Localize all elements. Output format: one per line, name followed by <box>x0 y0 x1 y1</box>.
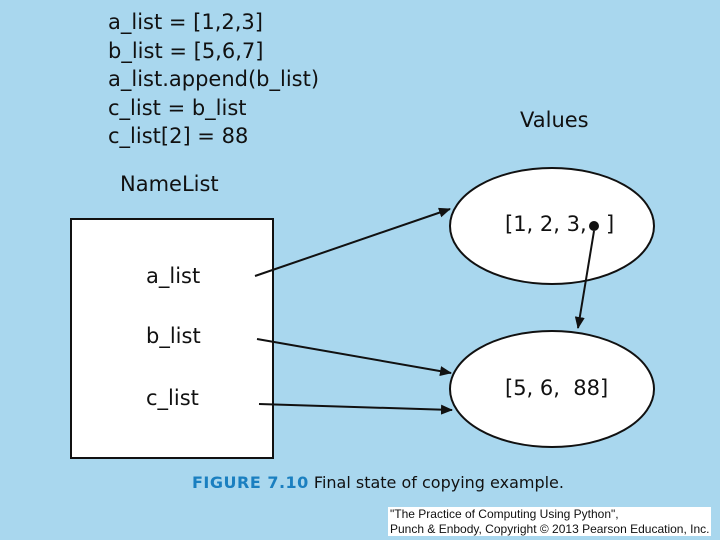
name-a-list: a_list <box>146 264 201 288</box>
credit-line-2: Punch & Enbody, Copyright © 2013 Pearson… <box>390 521 710 536</box>
name-c-list: c_list <box>146 386 199 410</box>
figure-label: FIGURE 7.10 <box>192 473 309 492</box>
namelist-box: a_list b_list c_list <box>70 218 274 459</box>
values-heading: Values <box>520 108 589 132</box>
code-line: c_list[2] = 88 <box>108 124 249 148</box>
code-block: a_list = [1,2,3] b_list = [5,6,7] a_list… <box>108 8 319 151</box>
arrow-a-list <box>254 207 451 277</box>
reference-dot <box>589 221 599 231</box>
value-text-1: [1, 2, 3, <box>505 212 587 236</box>
code-line: a_list = [1,2,3] <box>108 10 263 34</box>
figure-caption-text: Final state of copying example. <box>313 473 564 492</box>
copyright-credit: "The Practice of Computing Using Python"… <box>388 507 712 536</box>
value-ellipse-2 <box>449 330 655 448</box>
code-line: a_list.append(b_list) <box>108 67 320 91</box>
credit-line-1: "The Practice of Computing Using Python"… <box>390 507 619 521</box>
arrow-c-list <box>258 403 453 415</box>
name-b-list: b_list <box>146 324 201 348</box>
code-line: c_list = b_list <box>108 95 247 120</box>
code-line: b_list = [5,6,7] <box>108 38 264 63</box>
arrow-element-reference <box>574 230 595 329</box>
value-ellipse-1 <box>449 167 655 285</box>
value-text-1-close: ] <box>606 212 615 236</box>
value-text-2: [5, 6, 88] <box>505 376 609 400</box>
figure-caption: FIGURE 7.10 Final state of copying examp… <box>192 473 564 492</box>
namelist-heading: NameList <box>120 172 219 196</box>
arrow-b-list <box>256 338 452 377</box>
